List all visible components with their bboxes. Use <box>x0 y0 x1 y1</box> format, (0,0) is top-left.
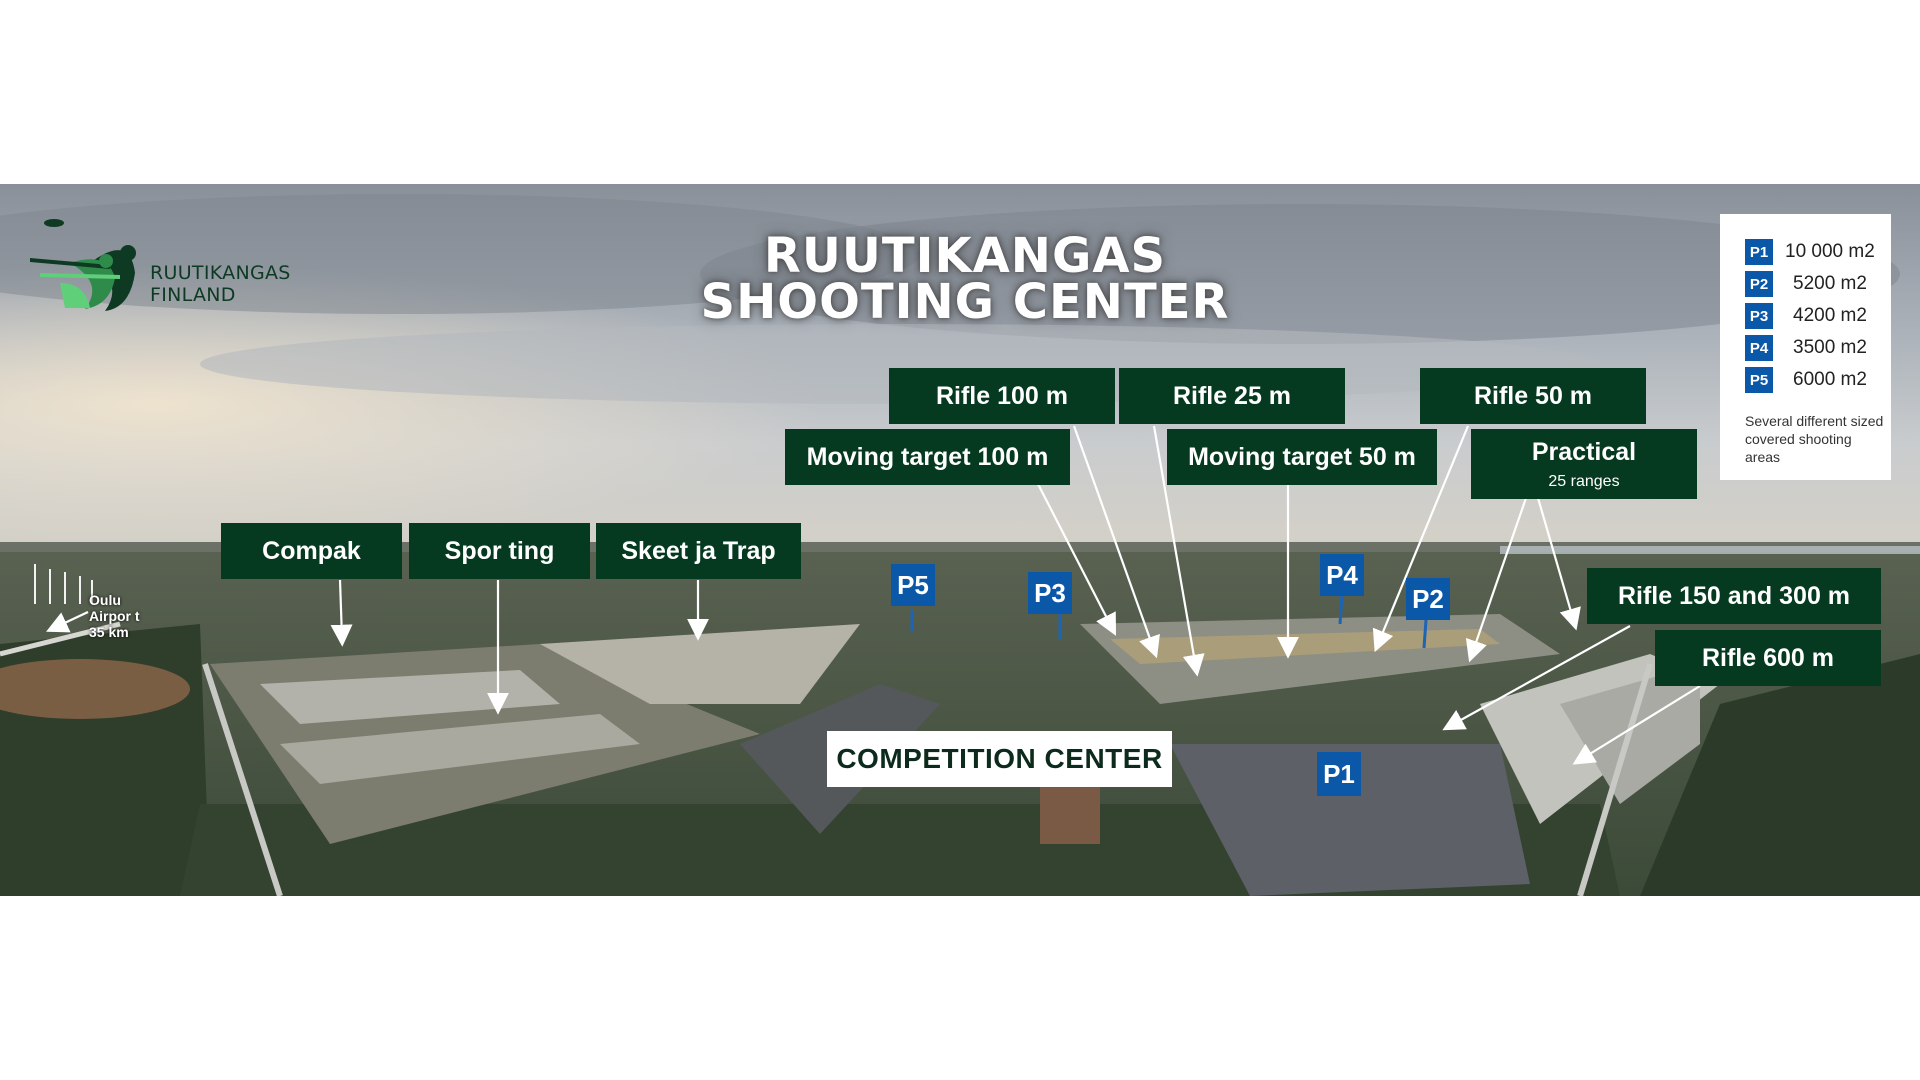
legend-value: 3500 m2 <box>1793 337 1867 358</box>
legend-note: Several different sized covered shooting… <box>1745 413 1884 465</box>
brand-line-2: FINLAND <box>150 284 236 306</box>
brand-logo <box>30 213 300 313</box>
airport-line-2: Airpor t <box>89 608 140 624</box>
shooter-icon <box>30 219 136 311</box>
label-rifle-25: Rifle 25 m <box>1119 368 1345 424</box>
label-moving-target-100: Moving target 100 m <box>785 429 1070 485</box>
practical-subtitle: 25 ranges <box>1548 472 1620 490</box>
title-line-2: SHOOTING CENTER <box>700 274 1230 330</box>
legend-badge: P5 <box>1745 367 1773 393</box>
label-compak: Compak <box>221 523 402 579</box>
legend-row-p5: P5 6000 m2 <box>1745 366 1867 394</box>
legend-row-p2: P2 5200 m2 <box>1745 270 1867 298</box>
badge-p4: P4 <box>1320 554 1364 596</box>
legend-value: 5200 m2 <box>1793 273 1867 294</box>
label-rifle-50: Rifle 50 m <box>1420 368 1646 424</box>
brand-line-1: RUUTIKANGAS <box>150 262 291 284</box>
label-moving-target-50: Moving target 50 m <box>1167 429 1437 485</box>
badge-p5: P5 <box>891 564 935 606</box>
airport-note: Oulu Airpor t 35 km <box>89 592 140 640</box>
label-sporting: Spor ting <box>409 523 590 579</box>
airport-line-1: Oulu <box>89 592 121 608</box>
title-line-1: RUUTIKANGAS <box>763 228 1167 284</box>
badge-p3: P3 <box>1028 572 1072 614</box>
label-skeet-trap: Skeet ja Trap <box>596 523 801 579</box>
label-rifle-600: Rifle 600 m <box>1655 630 1881 686</box>
badge-p2: P2 <box>1406 578 1450 620</box>
badge-p1: P1 <box>1317 752 1361 796</box>
brand-name: RUUTIKANGAS FINLAND <box>150 262 291 306</box>
legend-panel: P1 10 000 m2 P2 5200 m2 P3 4200 m2 P4 35… <box>1720 214 1891 480</box>
legend-badge: P2 <box>1745 271 1773 297</box>
practical-title: Practical <box>1531 437 1637 466</box>
airport-line-3: 35 km <box>89 624 129 640</box>
label-rifle-150-300: Rifle 150 and 300 m <box>1587 568 1881 624</box>
legend-badge: P3 <box>1745 303 1773 329</box>
legend-value: 6000 m2 <box>1793 369 1867 390</box>
legend-badge: P4 <box>1745 335 1773 361</box>
competition-center-label: COMPETITION CENTER <box>827 731 1172 787</box>
label-practical: Practical 25 ranges <box>1471 429 1697 499</box>
legend-row-p3: P3 4200 m2 <box>1745 302 1867 330</box>
label-rifle-100: Rifle 100 m <box>889 368 1115 424</box>
legend-value: 4200 m2 <box>1793 305 1867 326</box>
legend-badge: P1 <box>1745 239 1773 265</box>
legend-row-p4: P4 3500 m2 <box>1745 334 1867 362</box>
legend-value: 10 000 m2 <box>1785 241 1875 262</box>
legend-row-p1: P1 10 000 m2 <box>1745 238 1875 266</box>
